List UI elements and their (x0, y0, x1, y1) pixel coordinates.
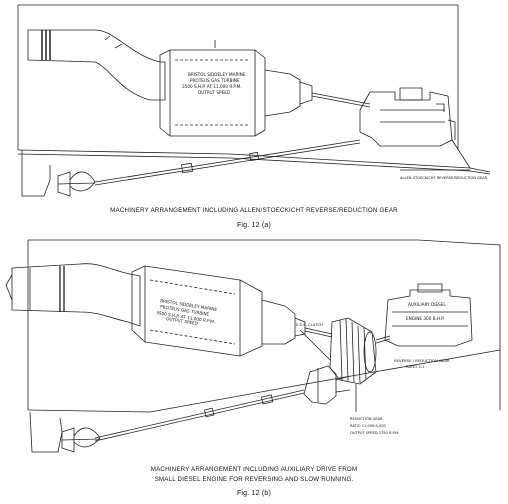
propshaft-a (94, 139, 361, 183)
reduction-gear-b (303, 365, 337, 405)
keel-line-a (17, 153, 491, 175)
input-shaft-b (304, 327, 333, 335)
note-b-3: OUTPUT SPEED 2750 R.P.M. (350, 431, 399, 435)
engine-label-a-2: PROTEUS GAS TURBINE (190, 78, 240, 83)
diesel-engine-b (384, 289, 473, 347)
diesel-label-b-2: ENGINE 300 B.H.P. (406, 316, 445, 321)
figure-a-border (18, 4, 459, 150)
figure-b-drawing (5, 239, 501, 453)
exhaust-duct-b (11, 263, 141, 327)
hull-line-b (27, 349, 501, 413)
engine-label-a-4: OUTPUT SPEED (198, 90, 230, 95)
hull-line-a (17, 149, 491, 173)
figure-b-caption-line1: MACHINERY ARRANGEMENT INCLUDING AUXILIAR… (150, 466, 358, 473)
reverse-label-b-1: REVERSE / REDUCTION GEAR (394, 358, 450, 363)
note-b-1: REDUCTION GEAR (350, 417, 383, 421)
gas-turbine-a (159, 49, 266, 137)
transom-b (29, 411, 63, 453)
gas-turbine-b (131, 265, 263, 357)
coupling-label-b: S.S.S. CLUTCH (296, 322, 323, 327)
reverse-label-b-2: RATIO 4:1 (406, 364, 425, 369)
propeller-a (57, 171, 71, 197)
figure-b-label: Fig. 12 (b) (236, 490, 272, 497)
diesel-label-b-1: AUXILIARY DIESEL (408, 302, 446, 307)
propshaft-b (94, 389, 305, 439)
engine-label-a-3: 3500 S.H.P. AT 11,000 R.P.M. (182, 84, 242, 89)
figure-a-label: Fig. 12 (a) (236, 222, 272, 229)
figure-b-caption-line2: SMALL DIESEL ENGINE FOR REVERSING AND SL… (154, 476, 354, 483)
input-shaft-a (311, 92, 371, 105)
propeller-b (61, 427, 75, 453)
engine-label-a-1: BRISTOL SIDDELEY MARINE (188, 72, 246, 77)
engine-label-b-4: OUTPUT SPEED (166, 316, 198, 326)
exhaust-duct-a (27, 29, 166, 101)
figure-a-caption: MACHINERY ARRANGEMENT INCLUDING ALLEN/ST… (110, 207, 398, 214)
transom-a (21, 150, 51, 197)
gear-note-a: ALLEN-STOECKICHT REVERSE/REDUCTION GEAR (400, 176, 488, 180)
note-b-2: RATIO 11,000:4,000 (350, 424, 387, 428)
figure-a-drawing (17, 4, 491, 197)
figure-b-border (28, 239, 501, 410)
